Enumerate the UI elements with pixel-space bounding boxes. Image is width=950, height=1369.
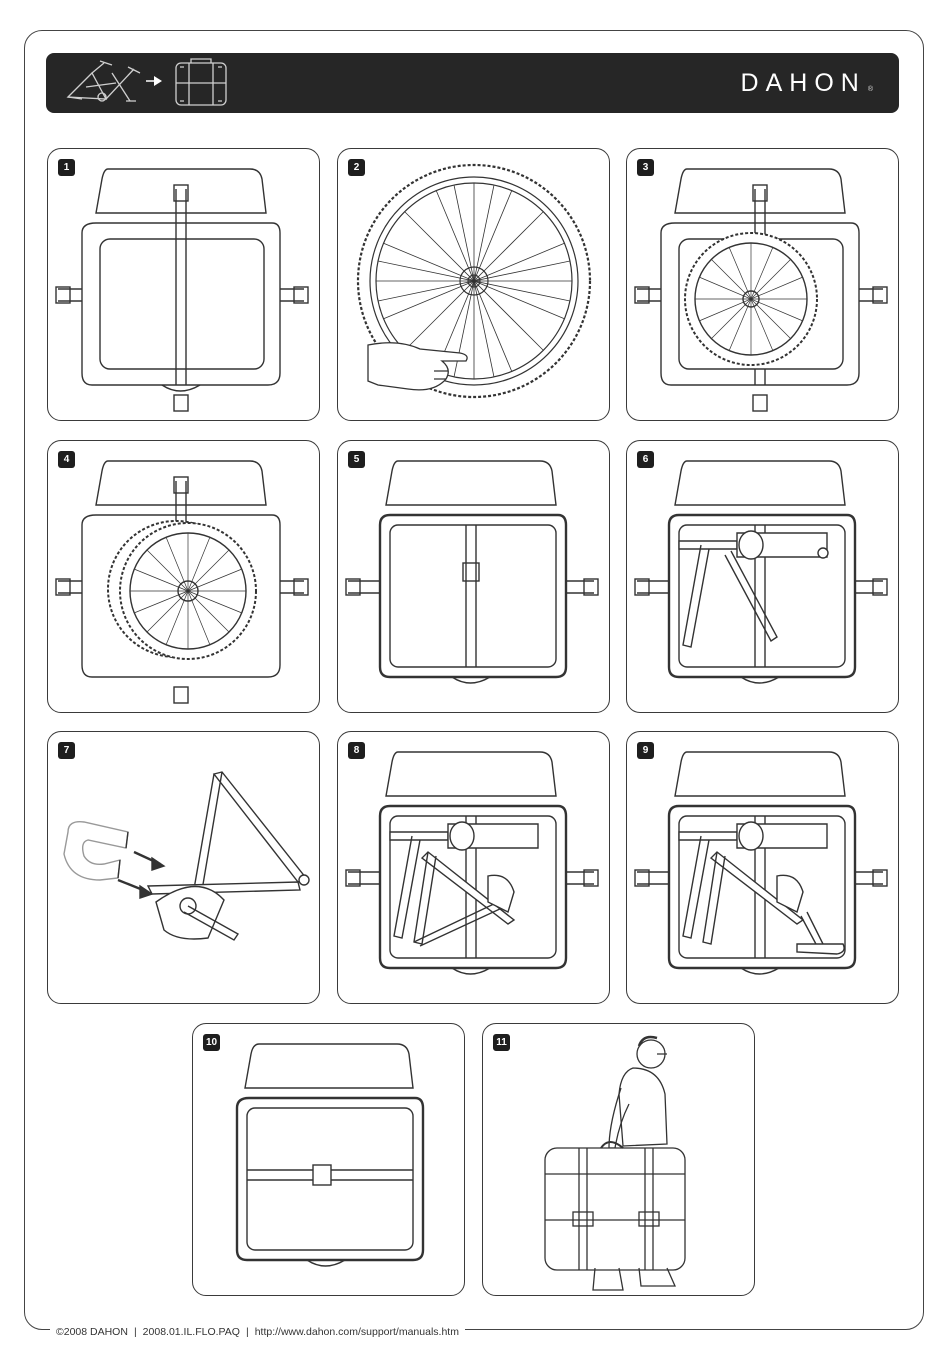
document-code: 2008.01.IL.FLO.PAQ bbox=[142, 1326, 240, 1338]
step-number-badge: 5 bbox=[348, 451, 365, 468]
step-panel-2: 2 bbox=[337, 148, 610, 421]
step-panel-5: 5 bbox=[337, 440, 610, 713]
step-number-badge: 8 bbox=[348, 742, 365, 759]
brand-name: DAHON bbox=[740, 68, 866, 97]
person-carrying-bag-illustration bbox=[544, 1035, 686, 1291]
open-bag-empty-illustration bbox=[55, 168, 309, 412]
step-number-badge: 6 bbox=[637, 451, 654, 468]
header-banner: DAHON ® bbox=[46, 53, 899, 113]
bag-divider-strap-illustration bbox=[345, 460, 599, 684]
step-number-badge: 9 bbox=[637, 742, 654, 759]
dahon-logo: DAHON ® bbox=[741, 67, 873, 99]
step-panel-1: 1 bbox=[47, 148, 320, 421]
step-panel-4: 4 bbox=[47, 440, 320, 713]
step-number-badge: 11 bbox=[493, 1034, 510, 1051]
step-number-badge: 3 bbox=[637, 159, 654, 176]
bag-with-two-wheels-illustration bbox=[55, 460, 309, 704]
support-url-link[interactable]: http://www.dahon.com/support/manuals.htm bbox=[254, 1326, 459, 1338]
carry-bag-icon bbox=[175, 58, 227, 106]
step-panel-3: 3 bbox=[626, 148, 899, 421]
footer-separator: | bbox=[133, 1326, 137, 1338]
wheel-deflate-tire-illustration bbox=[356, 163, 592, 399]
step-panel-11: 11 bbox=[482, 1023, 755, 1296]
registered-mark: ® bbox=[867, 85, 873, 93]
step-number-badge: 1 bbox=[58, 159, 75, 176]
bag-with-handlebar-illustration bbox=[634, 460, 888, 684]
step-number-badge: 7 bbox=[58, 742, 75, 759]
step-panel-9: 9 bbox=[626, 731, 899, 1004]
folded-bike-icon bbox=[66, 60, 141, 102]
bag-with-front-wheel-illustration bbox=[634, 168, 888, 412]
step-panel-10: 10 bbox=[192, 1023, 465, 1296]
step-panel-7: 7 bbox=[47, 731, 320, 1004]
step-number-badge: 2 bbox=[348, 159, 365, 176]
step-panel-8: 8 bbox=[337, 731, 610, 1004]
footer: ©2008 DAHON | 2008.01.IL.FLO.PAQ | http:… bbox=[50, 1324, 465, 1340]
frame-magnet-crank-illustration bbox=[63, 771, 310, 941]
step-number-badge: 4 bbox=[58, 451, 75, 468]
bag-strap-closed-illustration bbox=[235, 1043, 425, 1267]
page-frame bbox=[24, 30, 924, 1330]
step-panel-6: 6 bbox=[626, 440, 899, 713]
copyright-text: ©2008 DAHON bbox=[56, 1326, 128, 1338]
folded-bike-to-bag-icon bbox=[66, 58, 227, 106]
bag-with-frame-illustration bbox=[345, 751, 599, 975]
arrow-right-icon bbox=[146, 76, 162, 86]
footer-separator: | bbox=[245, 1326, 249, 1338]
step-number-badge: 10 bbox=[203, 1034, 220, 1051]
bag-with-frame-and-seatpost-illustration bbox=[634, 751, 888, 975]
